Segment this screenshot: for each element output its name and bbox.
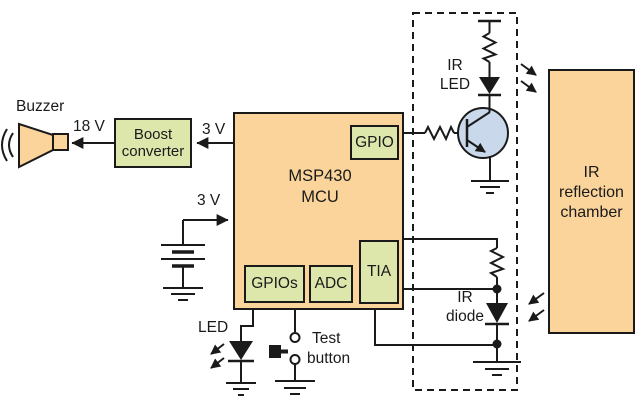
wire-mcu-diode-return [374, 310, 495, 346]
mcu-box: MSP430 MCU GPIO GPIOs ADC TIA [233, 112, 404, 310]
voltage-3v-left-label: 3 V [197, 192, 221, 209]
test-button-label-line1: Test [312, 330, 341, 347]
ground-symbol-transistor [471, 180, 509, 194]
voltage-18v-label: 18 V [73, 118, 105, 135]
gpios-block: GPIOs [244, 265, 305, 303]
test-button-label-line2: button [307, 350, 351, 367]
wire-tia-resistor [404, 238, 506, 289]
tia-block: TIA [359, 240, 399, 304]
mcu-name: MSP430 MCU [288, 167, 352, 206]
ir-led-resistor-symbol [481, 32, 499, 77]
gpio-block: GPIO [350, 125, 399, 160]
ir-led-label: IR LED [439, 57, 471, 93]
test-button-symbol [269, 332, 301, 381]
led-label: LED [198, 319, 229, 336]
sensor-dashed-outline [412, 12, 518, 391]
ir-reception-arrows [528, 292, 545, 322]
buzzer-icon [1, 122, 69, 169]
ir-photodiode-symbol [485, 289, 509, 344]
buzzer-label: Buzzer [16, 98, 65, 115]
wire-3v-supply [182, 214, 229, 244]
led-symbol [228, 341, 254, 383]
led-light-arrows [210, 343, 225, 369]
supply-rail [478, 19, 501, 33]
wire-gpios-led [240, 310, 254, 341]
ir-reflection-chamber-box: IR reflection chamber [548, 69, 635, 334]
npn-transistor-symbol [457, 107, 509, 181]
ir-emission-arrows [520, 63, 537, 93]
ir-led-symbol [478, 77, 501, 112]
battery-symbol [161, 244, 205, 287]
ground-symbol-battery [163, 287, 203, 301]
voltage-3v-top-label: 3 V [202, 121, 226, 138]
ir-diode-label: IR diode [446, 289, 484, 325]
boost-converter-box: Boost converter [114, 118, 192, 168]
adc-block: ADC [309, 265, 353, 303]
ground-symbol-button [275, 380, 315, 395]
ground-symbol-diode [473, 361, 521, 376]
ground-symbol-led [226, 382, 256, 396]
